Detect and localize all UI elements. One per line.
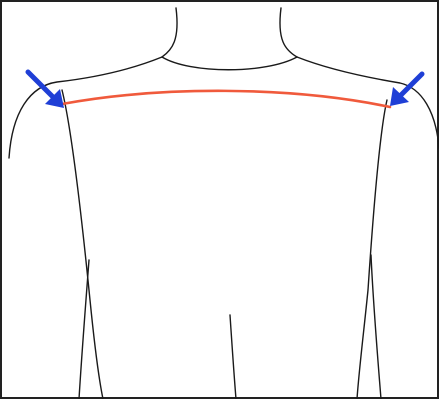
neck-left-line <box>161 7 178 58</box>
right-shoulder-line <box>296 56 439 149</box>
neck-right-line <box>279 7 298 58</box>
left-shoulder-point-arrow-icon <box>25 69 64 108</box>
body-outline <box>8 7 439 399</box>
shoulder-width-measurement-line <box>60 89 392 109</box>
right-side-line <box>356 99 388 399</box>
right-arm-inner-line <box>370 254 382 399</box>
left-shoulder-line <box>8 56 163 159</box>
right-shoulder-point-arrow-icon <box>390 71 425 106</box>
neckline-curve <box>161 56 298 71</box>
spine-line <box>229 314 237 399</box>
left-arm-inner-line <box>78 259 90 399</box>
